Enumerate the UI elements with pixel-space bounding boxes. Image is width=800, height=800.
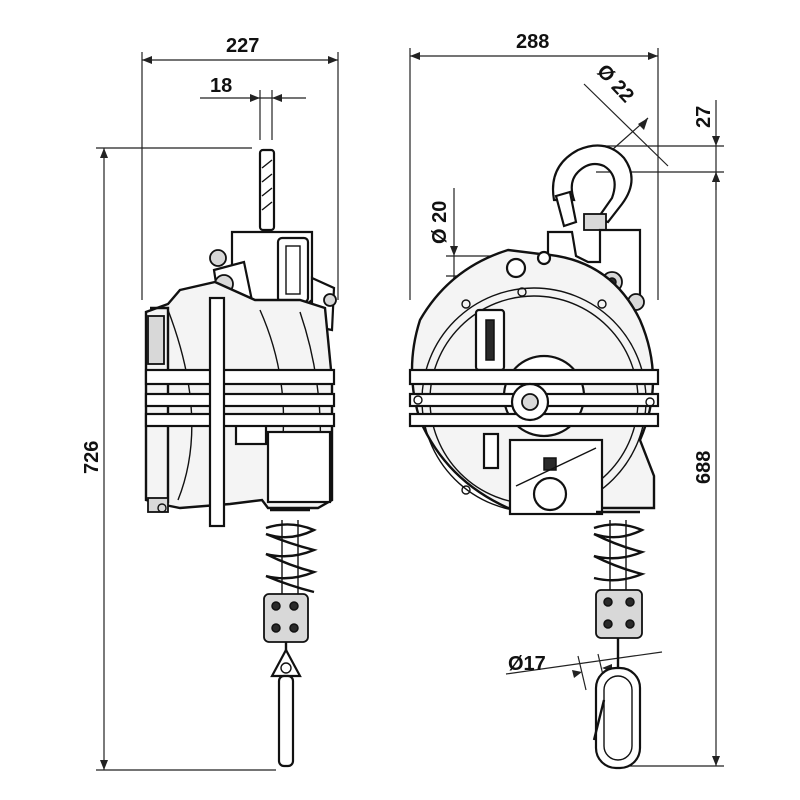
suspension-hook-front	[552, 144, 633, 231]
spring-side	[265, 508, 318, 596]
dim-label-27: 27	[693, 106, 715, 128]
dimension-side-offset: 18	[200, 75, 306, 140]
dimension-front-height: 688	[620, 172, 724, 767]
dim-label-288: 288	[516, 31, 549, 53]
stopper-front	[595, 589, 643, 639]
spring-front	[593, 510, 646, 590]
dim-label-688: 688	[693, 451, 715, 484]
dimension-side-height: 726	[81, 147, 276, 771]
dim-label-hook-diameter: Ø 22	[592, 60, 638, 107]
dim-label-227: 227	[226, 35, 259, 57]
guard-bars-side	[144, 296, 336, 528]
dimension-front-cable-diameter: Ø17	[505, 651, 663, 691]
dim-label-shaft-diameter: Ø 20	[429, 201, 451, 244]
carabiner-front	[592, 638, 642, 770]
dimension-side-width: 227	[141, 35, 339, 300]
dim-label-726: 726	[81, 441, 103, 474]
suspension-rod-side	[258, 148, 276, 232]
front-view: 288 Ø 22 27 Ø 20	[408, 31, 724, 770]
dim-label-18: 18	[210, 75, 232, 97]
stopper-side	[263, 593, 309, 643]
dim-label-cable-diameter: Ø17	[508, 653, 546, 675]
end-hook-side	[270, 642, 302, 768]
guard-bars-front	[408, 368, 660, 428]
dimension-front-width: 288	[409, 31, 659, 300]
side-view: 227 18 726	[81, 35, 339, 771]
